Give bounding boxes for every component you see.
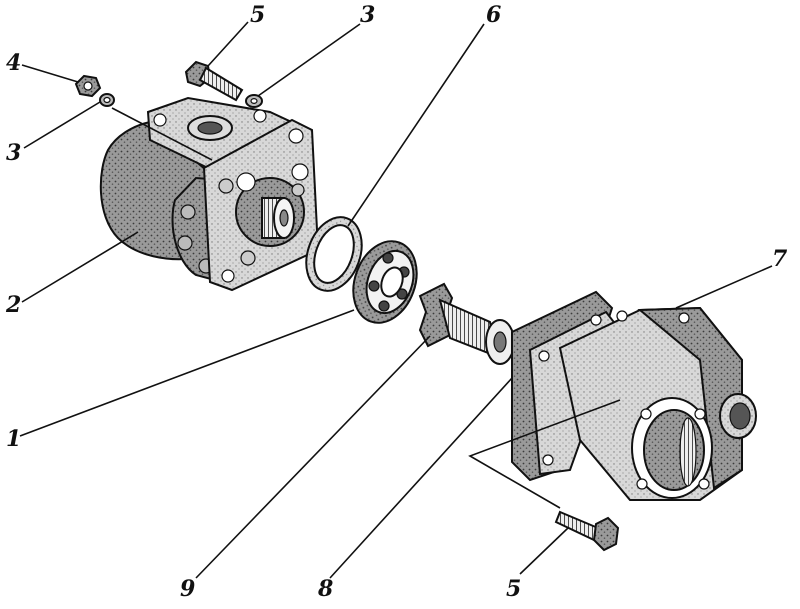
callout-5-top: 5 <box>250 2 265 28</box>
washer-top <box>245 94 263 108</box>
mounting-bracket-housing <box>511 290 757 501</box>
leader-lines <box>19 21 773 579</box>
callout-7: 7 <box>772 246 788 272</box>
callout-3-left: 3 <box>6 140 21 166</box>
callout-1: 1 <box>6 426 21 452</box>
callout-8: 8 <box>317 576 333 602</box>
callout-6: 6 <box>486 2 501 28</box>
ball-bearing <box>352 240 418 324</box>
bolt-bottom <box>554 510 620 552</box>
splined-coupling-gear <box>418 282 515 365</box>
callout-labels: 4 3 5 3 6 2 7 1 9 8 5 <box>5 2 788 602</box>
callout-9: 9 <box>180 576 195 602</box>
callout-3-top: 3 <box>360 2 375 28</box>
nut <box>74 74 102 98</box>
seal-ring <box>305 216 363 292</box>
washer-left <box>99 93 115 107</box>
callout-5-bottom: 5 <box>506 576 521 602</box>
pump-splined-shaft <box>261 197 295 239</box>
callout-4: 4 <box>6 50 21 76</box>
gear-pump-body <box>99 96 320 292</box>
bolt-top <box>184 60 244 102</box>
callout-2: 2 <box>5 292 21 318</box>
